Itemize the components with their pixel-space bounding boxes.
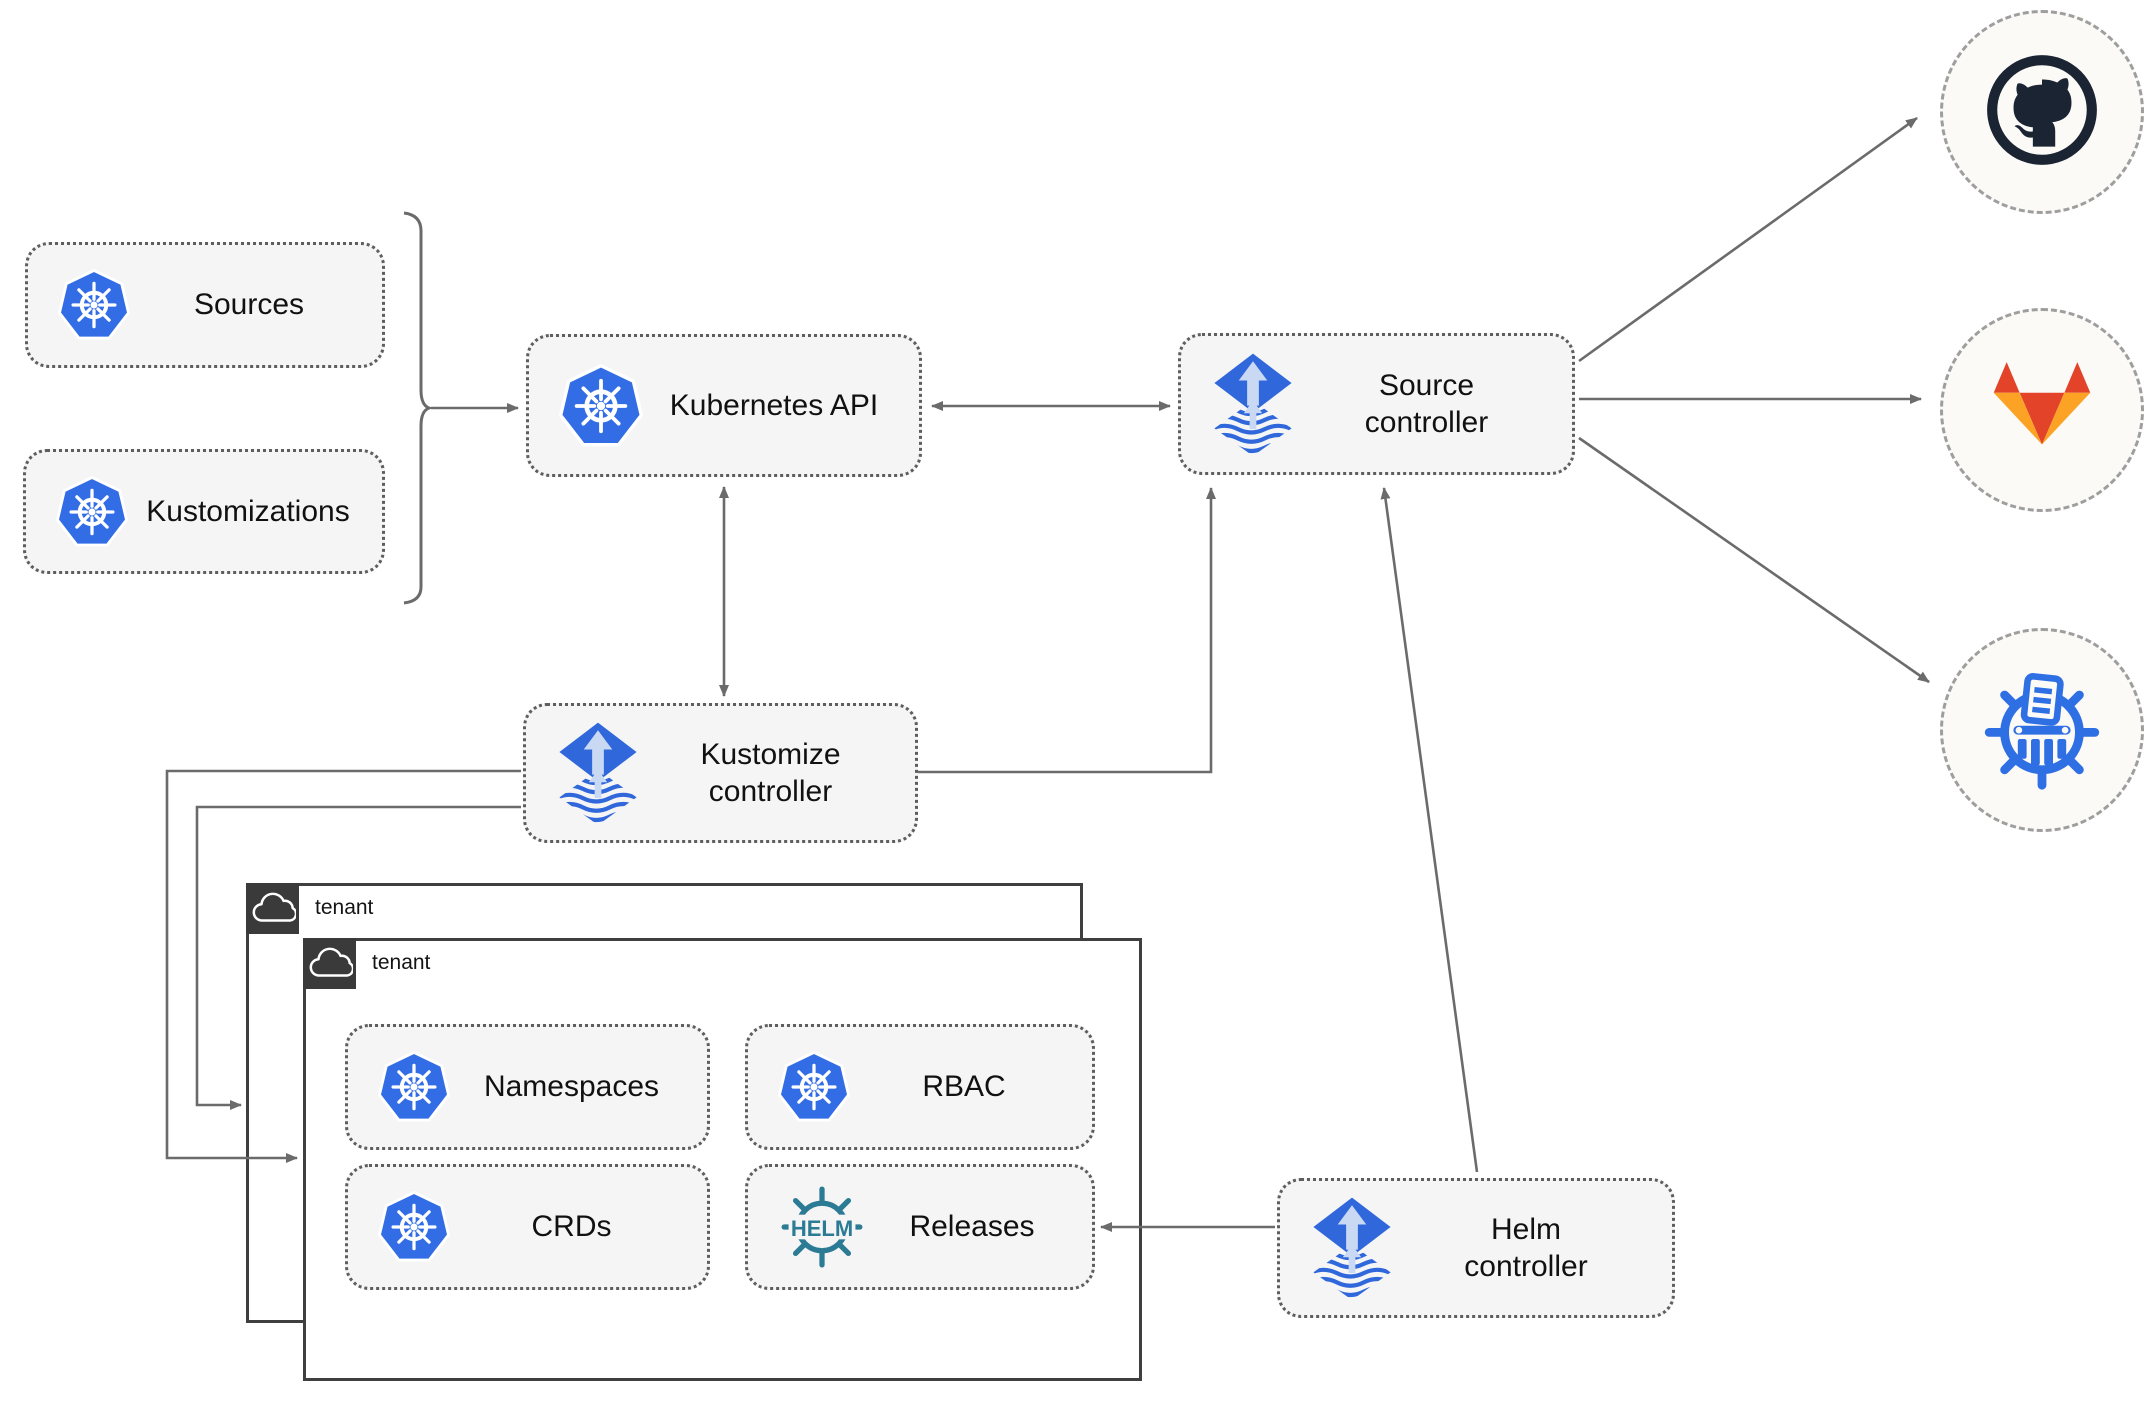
source-controller-node: Source controller (1178, 333, 1575, 475)
tenant-group-inner: tenant (303, 938, 1142, 1381)
kustomizations-node: Kustomizations (23, 449, 385, 574)
crds-label: CRDs (531, 1210, 612, 1244)
github-endpoint (1940, 10, 2144, 214)
releases-node: Releases (745, 1164, 1095, 1290)
kubernetes-icon (378, 1051, 450, 1123)
kubernetes-icon (378, 1191, 450, 1263)
tenant-tab (303, 938, 356, 989)
kubernetes-api-node: Kubernetes API (526, 334, 922, 477)
chartmuseum-endpoint (1940, 628, 2144, 832)
tenant-label: tenant (315, 896, 374, 919)
brace-sources-group (403, 211, 434, 605)
helm-controller-label: Helm controller (1464, 1212, 1588, 1284)
chartmuseum-icon (1976, 662, 2108, 799)
kubernetes-icon (58, 269, 130, 341)
gitlab-icon (1983, 355, 2101, 466)
arrow-kustomize-to-sourcecontroller (916, 487, 1216, 774)
helm-icon (778, 1183, 866, 1271)
namespaces-label: Namespaces (483, 1070, 660, 1104)
releases-label: Releases (909, 1210, 1035, 1244)
cloud-icon (252, 892, 296, 922)
kustomize-controller-node: Kustomize controller (523, 703, 918, 843)
cloud-icon (309, 947, 353, 977)
flux-icon (556, 721, 640, 825)
sources-node: Sources (25, 242, 385, 368)
gitlab-endpoint (1940, 308, 2144, 512)
arrow-source-to-chartmuseum (1578, 436, 1930, 684)
kustomize-controller-label: Kustomize controller (700, 737, 841, 809)
rbac-label: RBAC (922, 1070, 1006, 1104)
arrow-helm-to-sourcecontroller (1380, 487, 1479, 1173)
kubernetes-icon (559, 364, 643, 448)
rbac-node: RBAC (745, 1024, 1095, 1150)
namespaces-node: Namespaces (345, 1024, 710, 1150)
helm-controller-node: Helm controller (1277, 1178, 1675, 1318)
sources-label: Sources (193, 288, 305, 322)
kubernetes-api-label: Kubernetes API (669, 388, 879, 422)
tenant-label: tenant (372, 951, 431, 974)
kustomizations-label: Kustomizations (146, 494, 350, 528)
github-icon (1981, 49, 2103, 176)
kubernetes-icon (56, 475, 128, 548)
flux-icon (1310, 1196, 1394, 1300)
flux-icon (1211, 352, 1295, 456)
arrow-source-to-github (1578, 116, 1918, 363)
kubernetes-icon (778, 1051, 850, 1123)
tenant-tab (246, 883, 299, 934)
source-controller-label: Source controller (1364, 368, 1489, 440)
crds-node: CRDs (345, 1164, 710, 1290)
